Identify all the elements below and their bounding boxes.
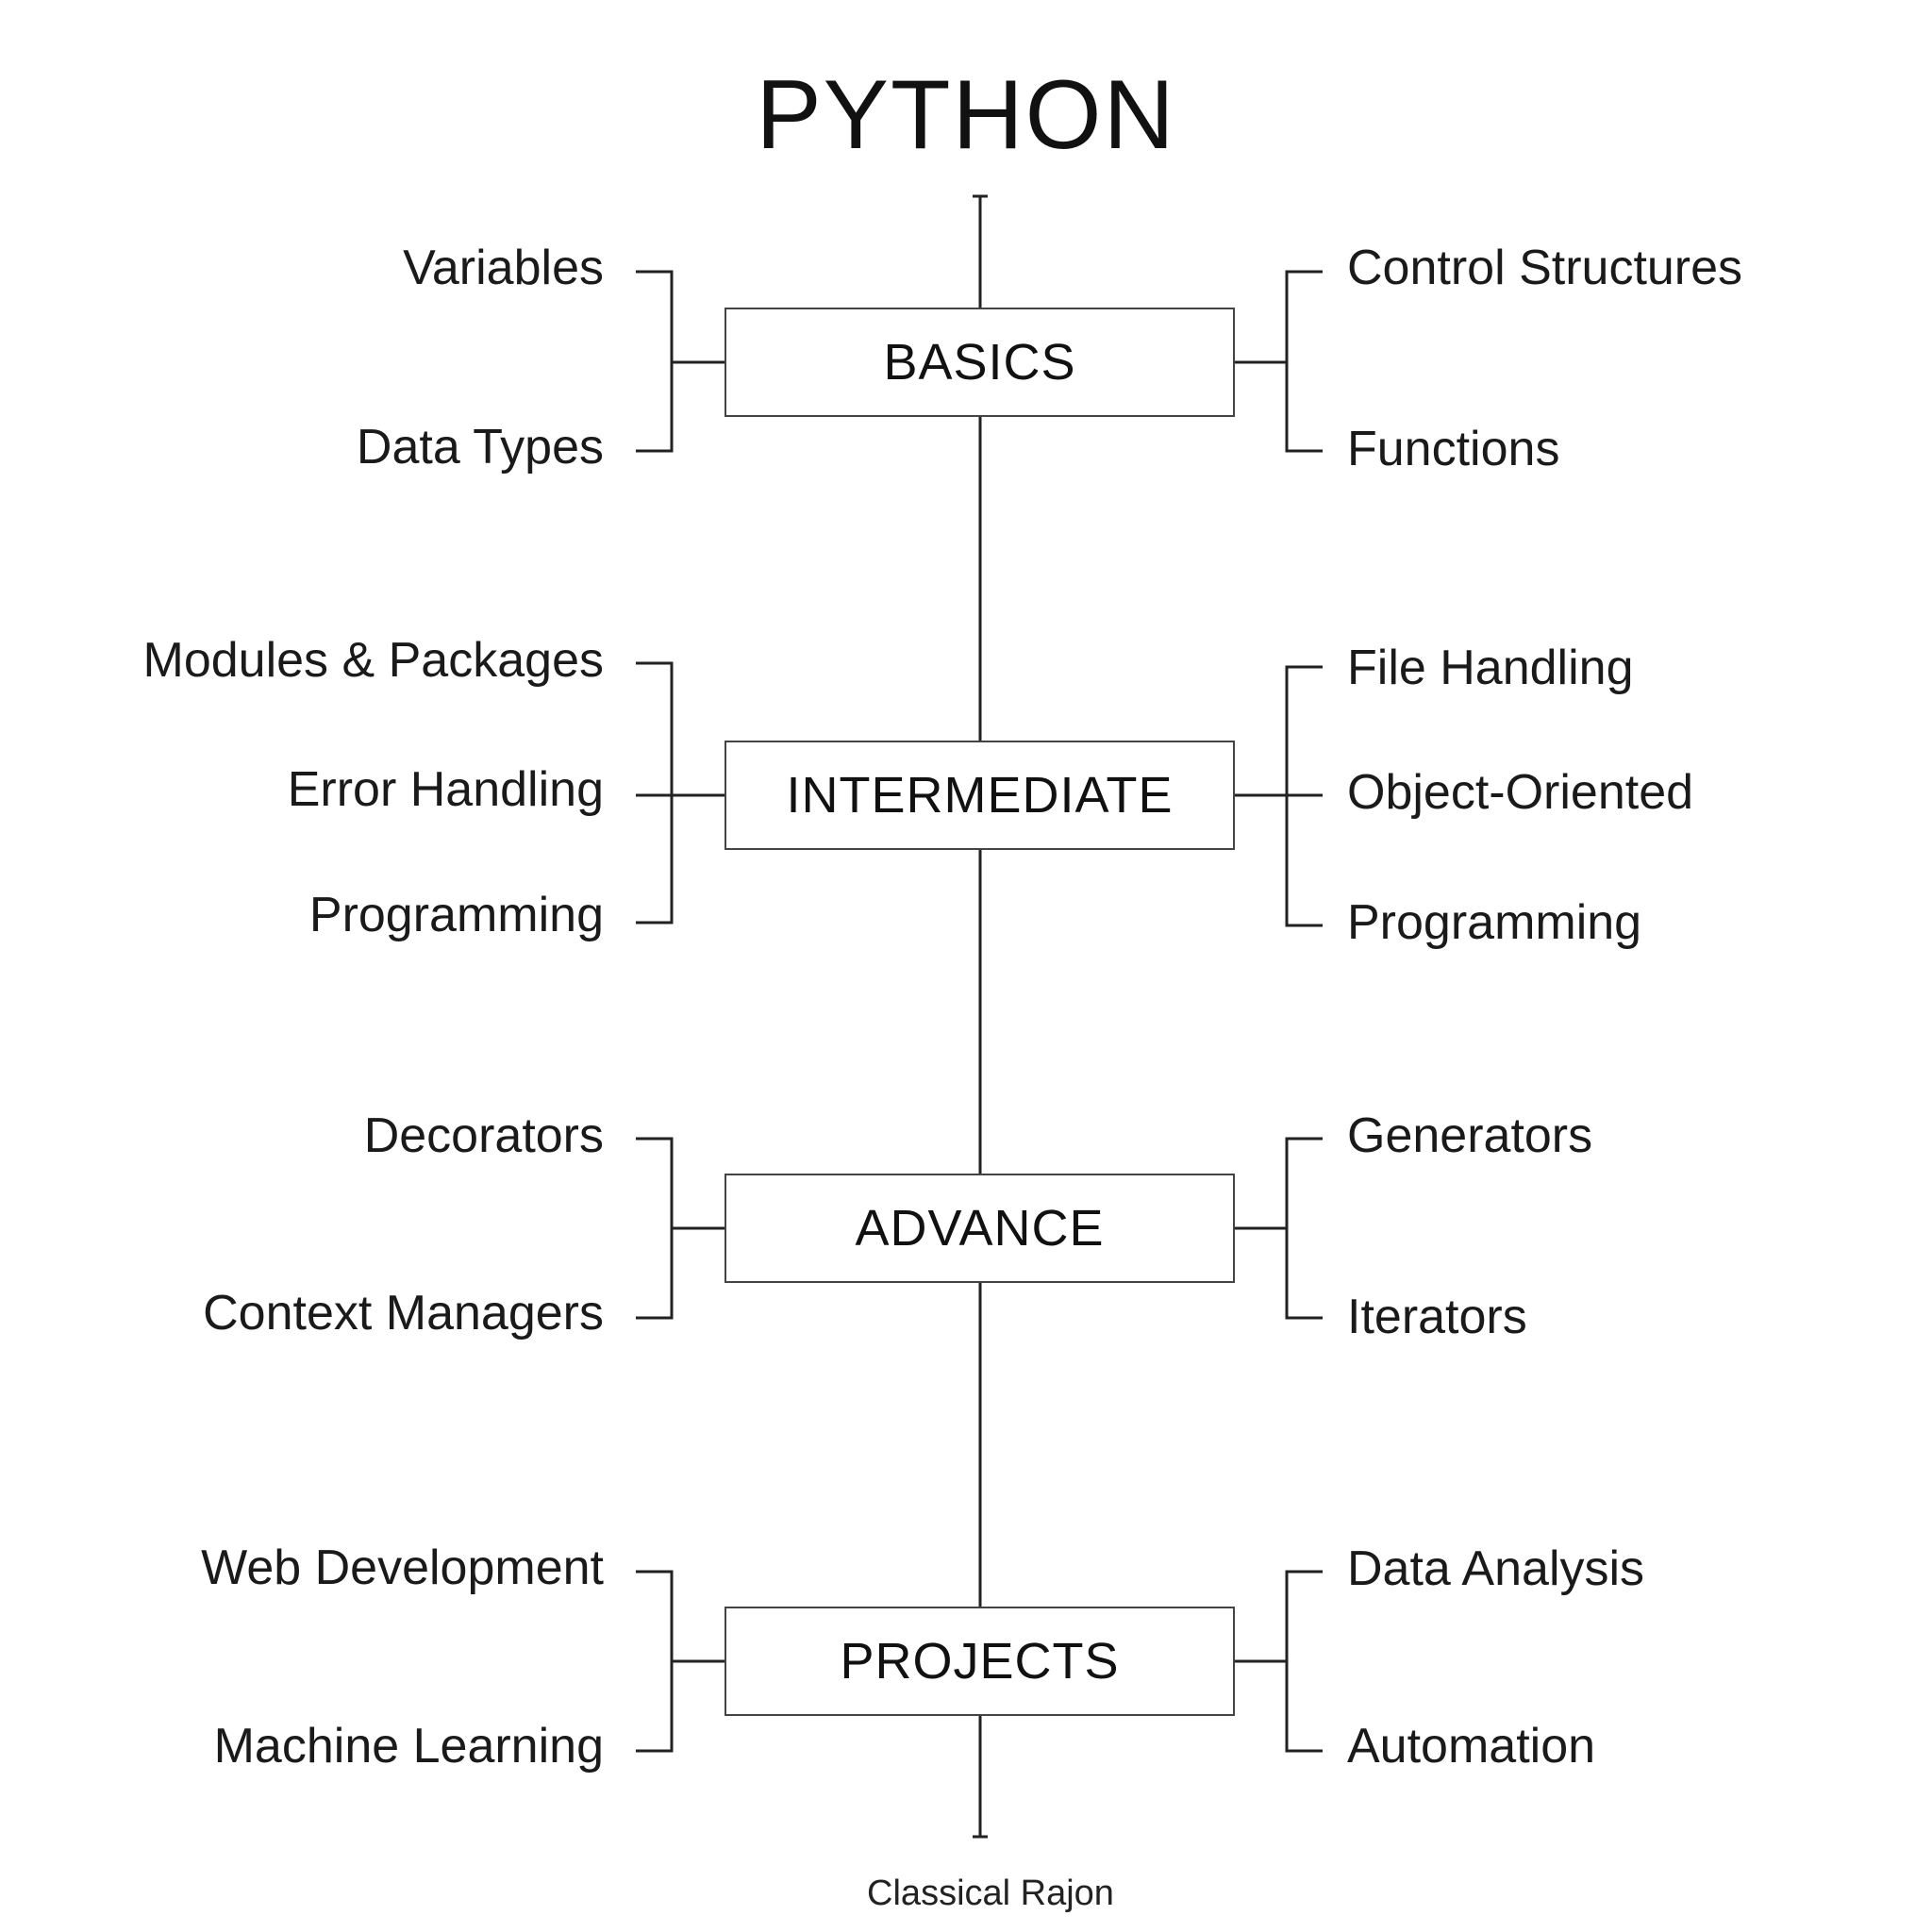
stage-box-intermediate: INTERMEDIATE <box>724 741 1235 850</box>
stage-label: BASICS <box>883 334 1076 391</box>
topic-left: Variables <box>403 241 604 295</box>
topic-left: Error Handling <box>287 762 604 817</box>
bracket-advance-right <box>1235 1137 1323 1320</box>
bracket-projects-left <box>636 1570 724 1753</box>
bracket-intermediate-right <box>1235 665 1323 927</box>
topic-left: Modules & Packages <box>142 633 605 688</box>
topic-left: Programming <box>308 888 604 942</box>
topic-left: Web Development <box>201 1541 604 1595</box>
topic-right: Automation <box>1347 1719 1596 1774</box>
stage-label: ADVANCE <box>855 1200 1105 1257</box>
bracket-basics-left <box>636 270 724 453</box>
stage-label: PROJECTS <box>840 1633 1120 1690</box>
bracket-advance-left <box>636 1137 724 1320</box>
topic-right: Programming <box>1347 895 1642 950</box>
topic-right: Iterators <box>1347 1290 1527 1344</box>
topic-right: Control Structures <box>1347 241 1743 295</box>
topic-left: Machine Learning <box>213 1719 604 1774</box>
bracket-intermediate-left <box>636 661 724 924</box>
topic-left: Context Managers <box>203 1286 604 1341</box>
topic-right: Generators <box>1347 1108 1593 1163</box>
footer-credit: Classical Rajon <box>867 1874 1114 1913</box>
stage-label: INTERMEDIATE <box>786 767 1174 824</box>
topic-right: Functions <box>1347 422 1560 476</box>
bracket-basics-right <box>1235 270 1323 453</box>
bracket-projects-right <box>1235 1570 1323 1753</box>
stage-box-advance: ADVANCE <box>724 1174 1235 1283</box>
topic-right: Object-Oriented <box>1347 765 1694 820</box>
topic-left: Data Types <box>356 420 604 475</box>
stage-box-basics: BASICS <box>724 308 1235 417</box>
topic-right: Data Analysis <box>1347 1541 1645 1596</box>
diagram-title: PYTHON <box>756 60 1176 170</box>
stage-box-projects: PROJECTS <box>724 1607 1235 1716</box>
topic-left: Decorators <box>363 1108 604 1163</box>
topic-right: File Handling <box>1347 641 1634 695</box>
